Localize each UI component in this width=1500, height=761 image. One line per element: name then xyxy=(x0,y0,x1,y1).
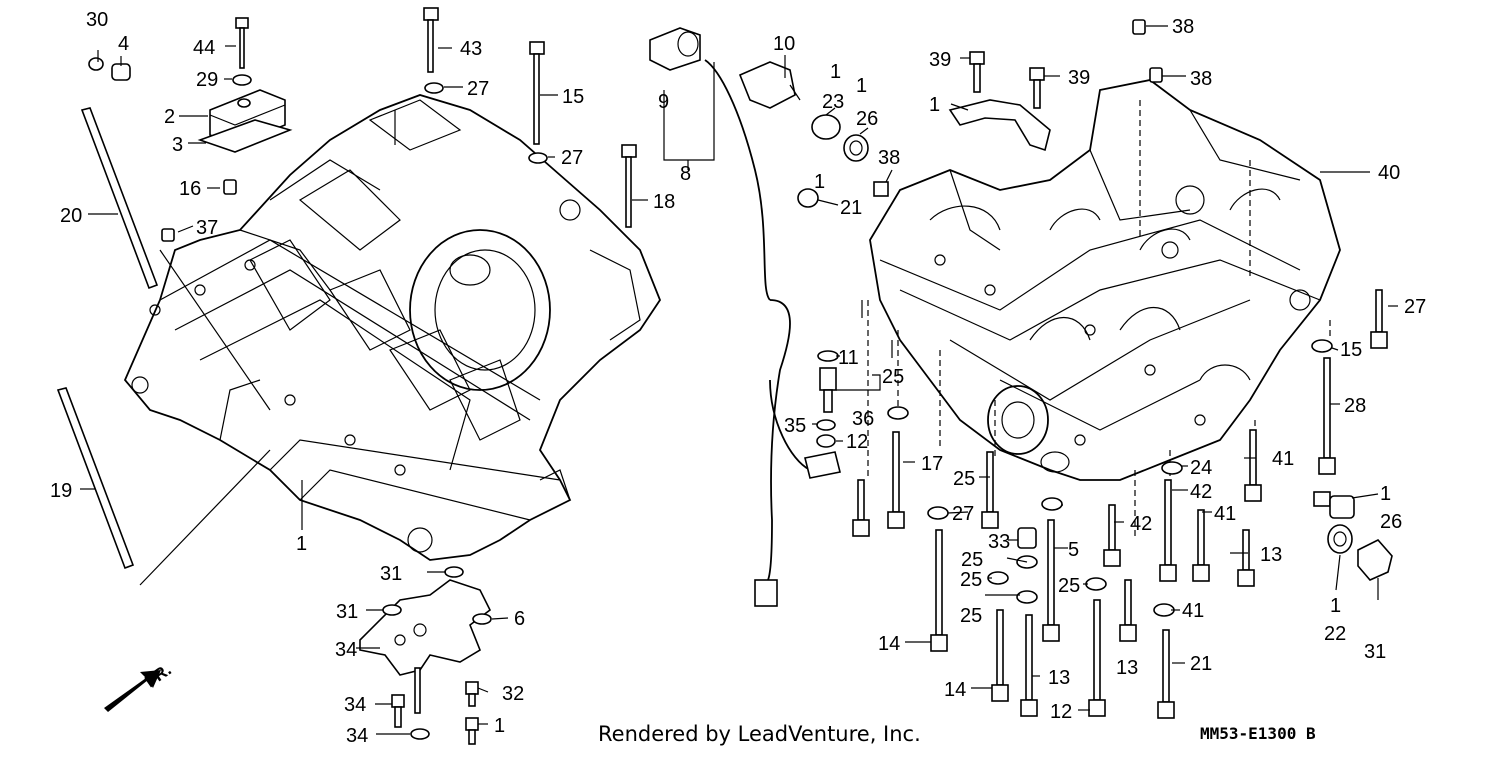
callout-25d: 25 xyxy=(960,605,982,627)
callout-38: 38 xyxy=(878,147,900,169)
callout-26: 26 xyxy=(856,108,878,130)
diagram-code: MM53-E1300 B xyxy=(1200,724,1316,743)
callout-29: 29 xyxy=(196,69,218,91)
callout-34b: 32 xyxy=(502,683,524,705)
callout-28: 11 xyxy=(838,347,859,369)
callout-42b: 41 xyxy=(1214,503,1236,525)
callout-4: 4 xyxy=(118,33,129,55)
callout-31c: 6 xyxy=(514,608,525,630)
callout-2: 2 xyxy=(164,106,175,128)
oil-plate xyxy=(359,566,492,745)
callout-16: 16 xyxy=(179,178,201,200)
callout-1-washer: 1 xyxy=(1330,595,1341,617)
callout-27: 27 xyxy=(467,78,489,100)
credit-text: Rendered by LeadVenture, Inc. xyxy=(598,722,921,746)
sensor-harness xyxy=(649,27,841,607)
callout-6: 34 xyxy=(335,639,357,661)
upper-crankcase xyxy=(123,94,662,561)
callout-34c: 1 xyxy=(494,715,505,737)
lower-crankcase xyxy=(869,79,1341,481)
callout-34a: 34 xyxy=(344,694,366,716)
callout-39a: 39 xyxy=(929,49,951,71)
callout-41a: 41 xyxy=(1272,448,1294,470)
callout-11: 25 xyxy=(882,366,904,388)
callout-35: 12 xyxy=(846,431,868,453)
lower-bolt-guides xyxy=(867,300,1331,540)
callout-36: 35 xyxy=(784,415,806,437)
callout-26-right: 22 xyxy=(1324,623,1346,645)
callout-41c: 13 xyxy=(1116,657,1138,679)
front-marker-label: FR. xyxy=(141,660,174,691)
callout-1-top-b: 1 xyxy=(856,75,867,97)
callout-5: 33 xyxy=(988,531,1010,553)
callout-17: 25 xyxy=(953,468,975,490)
callout-21-right: 26 xyxy=(1380,511,1402,533)
callout-39b: 39 xyxy=(1068,67,1090,89)
callout-31b: 31 xyxy=(336,601,358,623)
callout-22: 31 xyxy=(1364,641,1386,663)
bracket-7 xyxy=(948,19,1163,152)
callout-7: 1 xyxy=(929,94,940,116)
callout-27b: 27 xyxy=(561,147,583,169)
callout-37: 37 xyxy=(196,217,218,239)
callout-27c: 24 xyxy=(1190,457,1212,479)
leader-lines xyxy=(80,25,1398,735)
callout-38a: 38 xyxy=(1172,16,1194,38)
callout-25f: 41 xyxy=(1182,600,1204,622)
callout-27-right: 15 xyxy=(1340,339,1362,361)
callout-30: 30 xyxy=(86,9,108,31)
callout-25b: 27 xyxy=(952,503,974,525)
callout-38b: 38 xyxy=(1190,68,1212,90)
callout-24: 42 xyxy=(1190,481,1212,503)
callout-13a: 5 xyxy=(1068,539,1079,561)
upper-hardware xyxy=(88,7,637,242)
callout-44: 44 xyxy=(193,37,215,59)
stud-bolts-left xyxy=(56,107,271,586)
callout-3: 3 xyxy=(172,134,183,156)
switches-plugs xyxy=(797,114,889,448)
callout-25a: 36 xyxy=(852,408,874,430)
right-plugs xyxy=(1313,491,1393,581)
callout-25e: 25 xyxy=(1058,575,1080,597)
callout-25c: 25 xyxy=(960,569,982,591)
callout-15-right: 28 xyxy=(1344,395,1366,417)
callout-9: 9 xyxy=(658,91,669,113)
callout-23: 23 xyxy=(822,91,844,113)
callout-12a: 17 xyxy=(921,453,943,475)
callout-41b: 13 xyxy=(1260,544,1282,566)
callout-14b: 13 xyxy=(1048,667,1070,689)
front-arrow-icon: FR. xyxy=(104,660,175,712)
callout-42a: 42 xyxy=(1130,513,1152,535)
callout-31a: 31 xyxy=(380,563,402,585)
callout-43: 43 xyxy=(460,38,482,60)
callout-13b: 14 xyxy=(878,633,900,655)
callout-40: 27 xyxy=(1404,296,1426,318)
callout-14a: 14 xyxy=(944,679,966,701)
callout-1-right: 40 xyxy=(1378,162,1400,184)
callout-21: 21 xyxy=(840,197,862,219)
lower-bolts xyxy=(852,289,1388,719)
callout-1-mid: 1 xyxy=(814,171,825,193)
callout-19: 19 xyxy=(50,480,72,502)
callout-8: 8 xyxy=(680,163,691,185)
callout-1-plug: 1 xyxy=(1380,483,1391,505)
callout-10: 10 xyxy=(773,33,795,55)
callout-18: 18 xyxy=(653,191,675,213)
callout-33: 25 xyxy=(961,549,983,571)
callout-20: 20 xyxy=(60,205,82,227)
callout-1-top-a: 1 xyxy=(830,61,841,83)
callout-13c: 12 xyxy=(1050,701,1072,723)
callout-12b: 21 xyxy=(1190,653,1212,675)
callout-32: 34 xyxy=(346,725,368,747)
washers-lower xyxy=(887,339,1333,617)
callout-labels: 30 4 44 43 29 27 15 2 3 27 18 16 20 37 1… xyxy=(50,9,1426,747)
callout-1-left: 1 xyxy=(296,533,307,555)
callout-15: 15 xyxy=(562,86,584,108)
